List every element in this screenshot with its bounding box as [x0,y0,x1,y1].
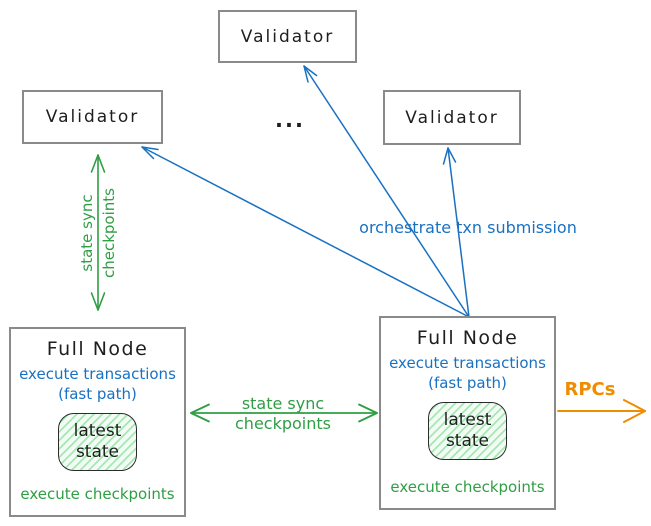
execute-checkpoints-label: execute checkpoints [20,485,175,503]
state-sync-horizontal-label: state sync checkpoints [235,394,331,433]
validator-node-right: Validator [383,90,521,145]
execute-transactions-label: execute transactions (fast path) [389,354,546,393]
orchestrate-txn-submission-label: orchestrate txn submission [359,218,577,237]
full-node-title: Full Node [416,327,519,349]
validator-label: Validator [45,107,140,127]
orchestrate-arrow-to-middle-validator [303,65,470,318]
state-sync-vertical-label-line1: state sync [78,194,96,272]
rpcs-arrow [557,399,646,423]
full-node-right: Full Node execute transactions (fast pat… [379,316,556,510]
latest-state-box: latest state [428,401,507,460]
more-validators-ellipsis: ... [275,108,305,132]
execute-transactions-label: execute transactions (fast path) [19,365,176,404]
validator-label: Validator [405,107,499,128]
orchestrate-arrow-to-left-validator [141,146,470,318]
validator-label: Validator [240,26,335,47]
latest-state-box: latest state [58,412,137,471]
orchestrate-arrow-to-right-validator [442,147,470,318]
validator-node-left: Validator [22,90,163,144]
state-sync-vertical-label-line2: checkpoints [100,188,118,278]
rpcs-label: RPCs [564,379,616,400]
state-sync-horizontal-arrow [190,403,378,423]
full-node-title: Full Node [46,338,149,360]
validator-node-middle: Validator [218,10,357,63]
execute-checkpoints-label: execute checkpoints [390,478,545,496]
full-node-left: Full Node execute transactions (fast pat… [9,327,186,517]
state-sync-vertical-arrow [90,154,106,311]
